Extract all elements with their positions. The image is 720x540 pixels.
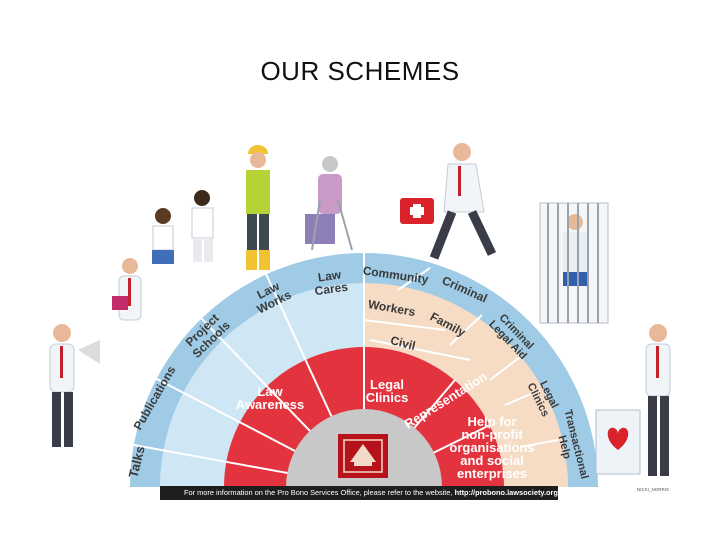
core-segment-label-line: Awareness [236, 397, 304, 412]
runner-first-aid-icon [400, 143, 497, 260]
student-boy-icon [191, 190, 214, 262]
publications-man-icon [112, 258, 142, 321]
construction-worker-icon [246, 145, 270, 270]
core-segment-label-line: Help for [467, 414, 516, 429]
core-segment-label-line: and social [460, 453, 524, 468]
outer-segment-label: LawCares [312, 267, 349, 298]
law-society-crest-icon [286, 409, 442, 487]
footer-link[interactable]: http://probono.lawsociety.org.sg/ [454, 488, 558, 497]
page-title: OUR SCHEMES [260, 56, 460, 86]
service-segment-label: Civil [389, 333, 417, 353]
outer-segment-label-line: Law [317, 267, 343, 284]
core-segment-label-line: non-profit [461, 427, 523, 442]
footer-text: For more information on the Pro Bono Ser… [184, 488, 453, 497]
elderly-woman-walker-icon [305, 156, 353, 251]
core-segment-label-line: Clinics [366, 390, 409, 405]
service-segment-label-line: Help [556, 434, 573, 460]
service-segment-label-line: Civil [389, 333, 417, 353]
core-segment-label-line: Legal [370, 377, 404, 392]
core-segment-label-line: organisations [449, 440, 534, 455]
prisoner-in-cell-icon [539, 202, 609, 324]
student-girl-icon [152, 208, 174, 264]
footer-info-bar: For more information on the Pro Bono Ser… [160, 486, 558, 500]
outer-segment-label-line: Cares [314, 280, 349, 299]
artist-credit: NICKI_NORRIS [637, 487, 670, 492]
donation-heart-icon [595, 324, 671, 476]
core-segment-label-line: enterprises [457, 466, 527, 481]
core-segment-label-line: Law [257, 384, 283, 399]
megaphone-man-icon [49, 324, 100, 447]
